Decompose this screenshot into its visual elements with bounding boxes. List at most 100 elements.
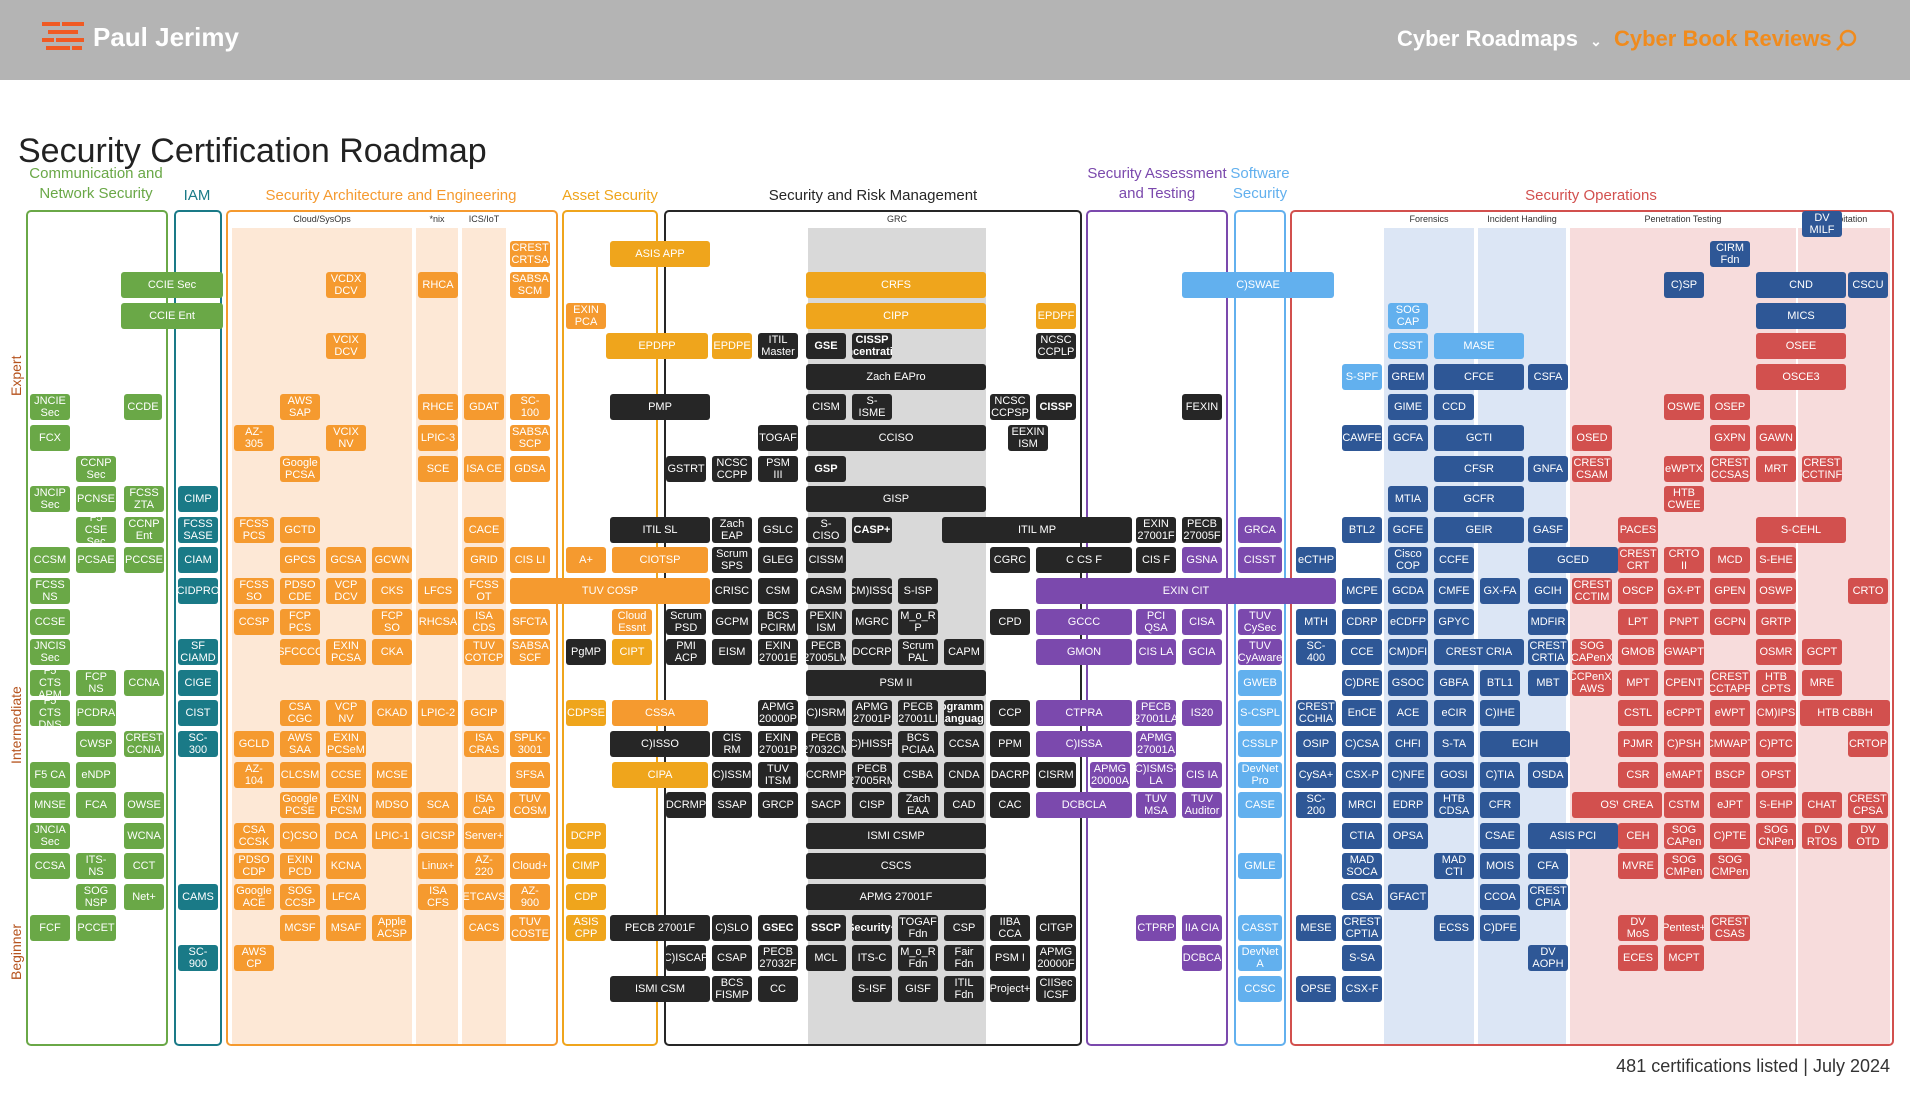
cert-box[interactable]: GRID	[464, 547, 504, 574]
cert-box[interactable]: CIPP	[806, 302, 986, 329]
cert-box[interactable]: C)PSH	[1664, 731, 1704, 757]
cert-box[interactable]: SC-400	[1296, 639, 1336, 666]
cert-box[interactable]: CIS F	[1136, 547, 1176, 574]
cert-box[interactable]: APMG 20000F	[1036, 945, 1076, 972]
cert-box[interactable]: GCWN	[372, 547, 412, 574]
cert-box[interactable]: AWS SAA	[280, 731, 320, 757]
cert-box[interactable]: BSCP	[1710, 761, 1750, 788]
cert-box[interactable]: CWSP	[76, 731, 116, 757]
cert-box[interactable]: EXIN 27001E	[758, 639, 798, 666]
cert-box[interactable]: HTB CBBH	[1800, 700, 1890, 727]
cert-box[interactable]: GCFA	[1388, 425, 1428, 451]
cert-box[interactable]: CIPA	[612, 761, 708, 788]
cert-box[interactable]: FCA	[76, 792, 116, 819]
cert-box[interactable]: OSEP	[1710, 394, 1750, 421]
cert-box[interactable]: ISA CDS	[464, 608, 504, 635]
cert-box[interactable]: CREST CRTIA	[1528, 639, 1568, 666]
cert-box[interactable]: NCSC CCPLP	[1036, 333, 1076, 360]
cert-box[interactable]: CNDA	[944, 761, 984, 788]
cert-box[interactable]: CCD	[1434, 394, 1474, 421]
cert-box[interactable]: ECES	[1618, 945, 1658, 972]
cert-box[interactable]: CIS LI	[510, 547, 550, 574]
cert-box[interactable]: APMG 20000P	[758, 700, 798, 727]
cert-box[interactable]: CRFS	[806, 272, 986, 298]
cert-box[interactable]: RHCSA	[418, 608, 458, 635]
cert-box[interactable]: APMG 27001F	[806, 884, 986, 910]
cert-box[interactable]: GPYC	[1434, 608, 1474, 635]
cert-box[interactable]: eWPTX	[1664, 455, 1704, 482]
cert-box[interactable]: SC-300	[178, 731, 218, 757]
cert-box[interactable]: CAPM	[944, 639, 984, 666]
cert-box[interactable]: CREST CRIA	[1434, 639, 1524, 666]
cert-box[interactable]: CITGP	[1036, 914, 1076, 941]
cert-box[interactable]: Scrum SPS	[712, 547, 752, 574]
cert-box[interactable]: C)NFE	[1388, 761, 1428, 788]
cert-box[interactable]: S-SPF	[1342, 363, 1382, 390]
cert-box[interactable]: MCL	[806, 945, 846, 972]
cert-box[interactable]: CREST CCTAPP	[1710, 669, 1750, 696]
cert-box[interactable]: CPENT	[1664, 669, 1704, 696]
cert-box[interactable]: CISP	[852, 792, 892, 819]
cert-box[interactable]: PNPT	[1664, 608, 1704, 635]
cert-box[interactable]: ITIL MP	[942, 516, 1132, 543]
cert-box[interactable]: GPEN	[1710, 578, 1750, 604]
cert-box[interactable]: GRTP	[1756, 608, 1796, 635]
cert-box[interactable]: ITS-C	[852, 945, 892, 972]
cert-box[interactable]: DV MoS	[1618, 914, 1658, 941]
cert-box[interactable]: APMG 27001P	[852, 700, 892, 727]
cert-box[interactable]: Linux+	[418, 853, 458, 880]
cert-box[interactable]: GIME	[1388, 394, 1428, 421]
cert-box[interactable]: SOG NSP	[76, 884, 116, 910]
cert-box[interactable]: CFCE	[1434, 363, 1524, 390]
cert-box[interactable]: C)ISRM	[806, 700, 846, 727]
cert-box[interactable]: SFCCCC	[280, 639, 320, 666]
cert-box[interactable]: GSP	[806, 455, 846, 482]
cert-box[interactable]: eCDFP	[1388, 608, 1428, 635]
cert-box[interactable]: FCSS PCS	[234, 516, 274, 543]
cert-box[interactable]: PEXIN ISM	[806, 608, 846, 635]
cert-box[interactable]: CISM	[806, 394, 846, 421]
cert-box[interactable]: CM)DFI	[1388, 639, 1428, 666]
cert-box[interactable]: FCSS OT	[464, 578, 504, 604]
cert-box[interactable]: eMAPT	[1664, 761, 1704, 788]
cert-box[interactable]: eCIR	[1434, 700, 1474, 727]
cert-box[interactable]: ASIS CPP	[566, 914, 606, 941]
cert-box[interactable]: M_o_R Fdn	[898, 945, 938, 972]
cert-box[interactable]: TUV COTCP	[464, 639, 504, 666]
cert-box[interactable]: CASP+	[852, 516, 892, 543]
cert-box[interactable]: CSR	[1618, 761, 1658, 788]
cert-box[interactable]: GSEC	[758, 914, 798, 941]
cert-box[interactable]: MVRE	[1618, 853, 1658, 880]
cert-box[interactable]: CREST CPSA	[1848, 792, 1888, 819]
cert-box[interactable]: LPIC-2	[418, 700, 458, 727]
cert-box[interactable]: GCDA	[1388, 578, 1428, 604]
cert-box[interactable]: S-SA	[1342, 945, 1382, 972]
cert-box[interactable]: CIGE	[178, 669, 218, 696]
cert-box[interactable]: CREA	[1618, 792, 1658, 819]
cert-box[interactable]: VCDX DCV	[326, 272, 366, 298]
cert-box[interactable]: CREST CRT	[1618, 547, 1658, 574]
cert-box[interactable]: CCSE	[326, 761, 366, 788]
cert-box[interactable]: PMP	[610, 394, 710, 421]
cert-box[interactable]: HTB CDSA	[1434, 792, 1474, 819]
cert-box[interactable]: GCFE	[1388, 516, 1428, 543]
cert-box[interactable]: CAC	[990, 792, 1030, 819]
cert-box[interactable]: ITIL SL	[610, 516, 710, 543]
cert-box[interactable]: CSBA	[898, 761, 938, 788]
cert-box[interactable]: ASIS APP	[610, 241, 710, 268]
cert-box[interactable]: S-CEHL	[1756, 516, 1846, 543]
cert-box[interactable]: TUV COSM	[510, 792, 550, 819]
cert-box[interactable]: GCFR	[1434, 486, 1524, 513]
cert-box[interactable]: CREST CRTSA	[510, 241, 550, 268]
cert-box[interactable]: CISA	[1182, 608, 1222, 635]
search-icon[interactable]	[1835, 28, 1859, 52]
cert-box[interactable]: CySA+	[1296, 761, 1336, 788]
cert-box[interactable]: CCNP Ent	[124, 516, 164, 543]
cert-box[interactable]: TUV COSTE	[510, 914, 550, 941]
cert-box[interactable]: C)ISSM	[712, 761, 752, 788]
cert-box[interactable]: GLEG	[758, 547, 798, 574]
cert-box[interactable]: CISSP Concentrations	[852, 333, 892, 360]
cert-box[interactable]: SCA	[418, 792, 458, 819]
cert-box[interactable]: GEIR	[1434, 516, 1524, 543]
cert-box[interactable]: CCSP	[234, 608, 274, 635]
